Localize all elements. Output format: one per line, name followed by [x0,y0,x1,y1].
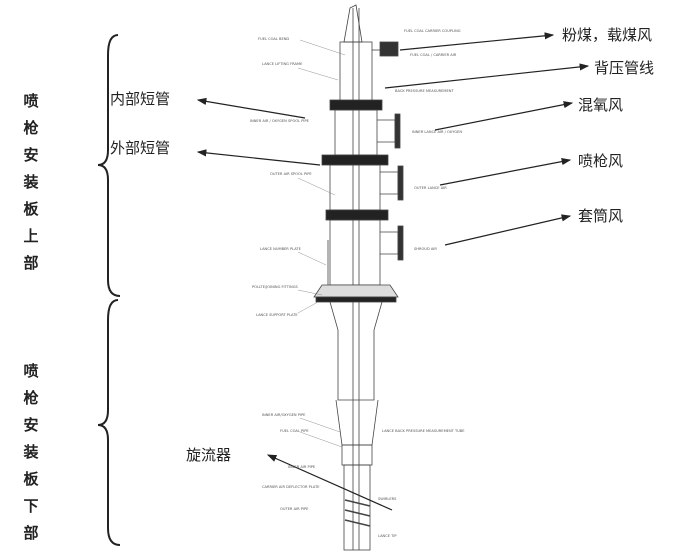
callout-lance-air: 喷枪风 [578,152,624,170]
lance-body [313,4,404,551]
label-swirlers: SWIRLERS [378,497,397,501]
label-coal-carrier-air: FUEL COAL / CARRIER AIR [410,53,457,57]
callout-coal: 粉煤，载煤风 [562,26,653,44]
label-bp-tube: LANCE BACK PRESSURE MEASUREMENT TUBE [382,429,465,433]
lower-section-label: 喷枪安装板下部 [23,362,39,542]
callout-inner-spool: 内部短管 [110,90,171,108]
label-inner-air-pipe: INNER AIR PIPE [288,465,316,469]
label-coupling: FUEL COAL CARRIER COUPLING [404,29,461,33]
label-lance-lifting-frame: LANCE LIFTING FRAME [262,62,303,66]
callout-back-pressure: 背压管线 [594,59,655,77]
label-outer-pipe: OUTER AIR PIPE [280,507,309,511]
lower-brace [97,299,121,546]
callout-outer-spool: 外部短管 [110,139,171,157]
label-inner-spool: INNER AIR / OXYGEN SPOOL PIPE [250,119,310,123]
label-support-plate: LANCE SUPPORT PLATE [256,313,298,317]
label-shroud-air: SHROUD AIR [414,247,437,251]
label-number-plate: LANCE NUMBER PLATE [260,247,302,251]
label-outer-spool: OUTER AIR SPOOL PIPE [270,172,312,176]
label-lance-tip: LANCE TIP [378,534,397,538]
label-deflector: CARRIER AIR DEFLECTOR PLATE [262,485,320,489]
label-inner-pipe: INNER AIR/OXYGEN PIPE [262,413,306,417]
upper-section-label: 喷枪安装板上部 [23,92,39,272]
label-outer-lance-air: OUTER LANCE AIR [414,186,447,190]
callout-swirler: 旋流器 [186,446,232,464]
label-coal-pipe: FUEL COAL PIPE [280,429,309,433]
label-back-pressure: BACK PRESSURE MEASUREMENT [395,89,454,93]
label-fuel-coal-bend: FUEL COAL BEND [258,37,289,41]
callout-mixed-oxygen: 混氧风 [578,96,624,114]
upper-brace [97,34,121,297]
label-fittings: POLLTE/JOINING FITTINGS [252,285,298,289]
callout-shroud-air: 套筒风 [578,207,624,225]
callout-arrows [196,32,590,511]
label-inner-lance-air: INNER LANCE AIR / OXYGEN [412,130,462,134]
